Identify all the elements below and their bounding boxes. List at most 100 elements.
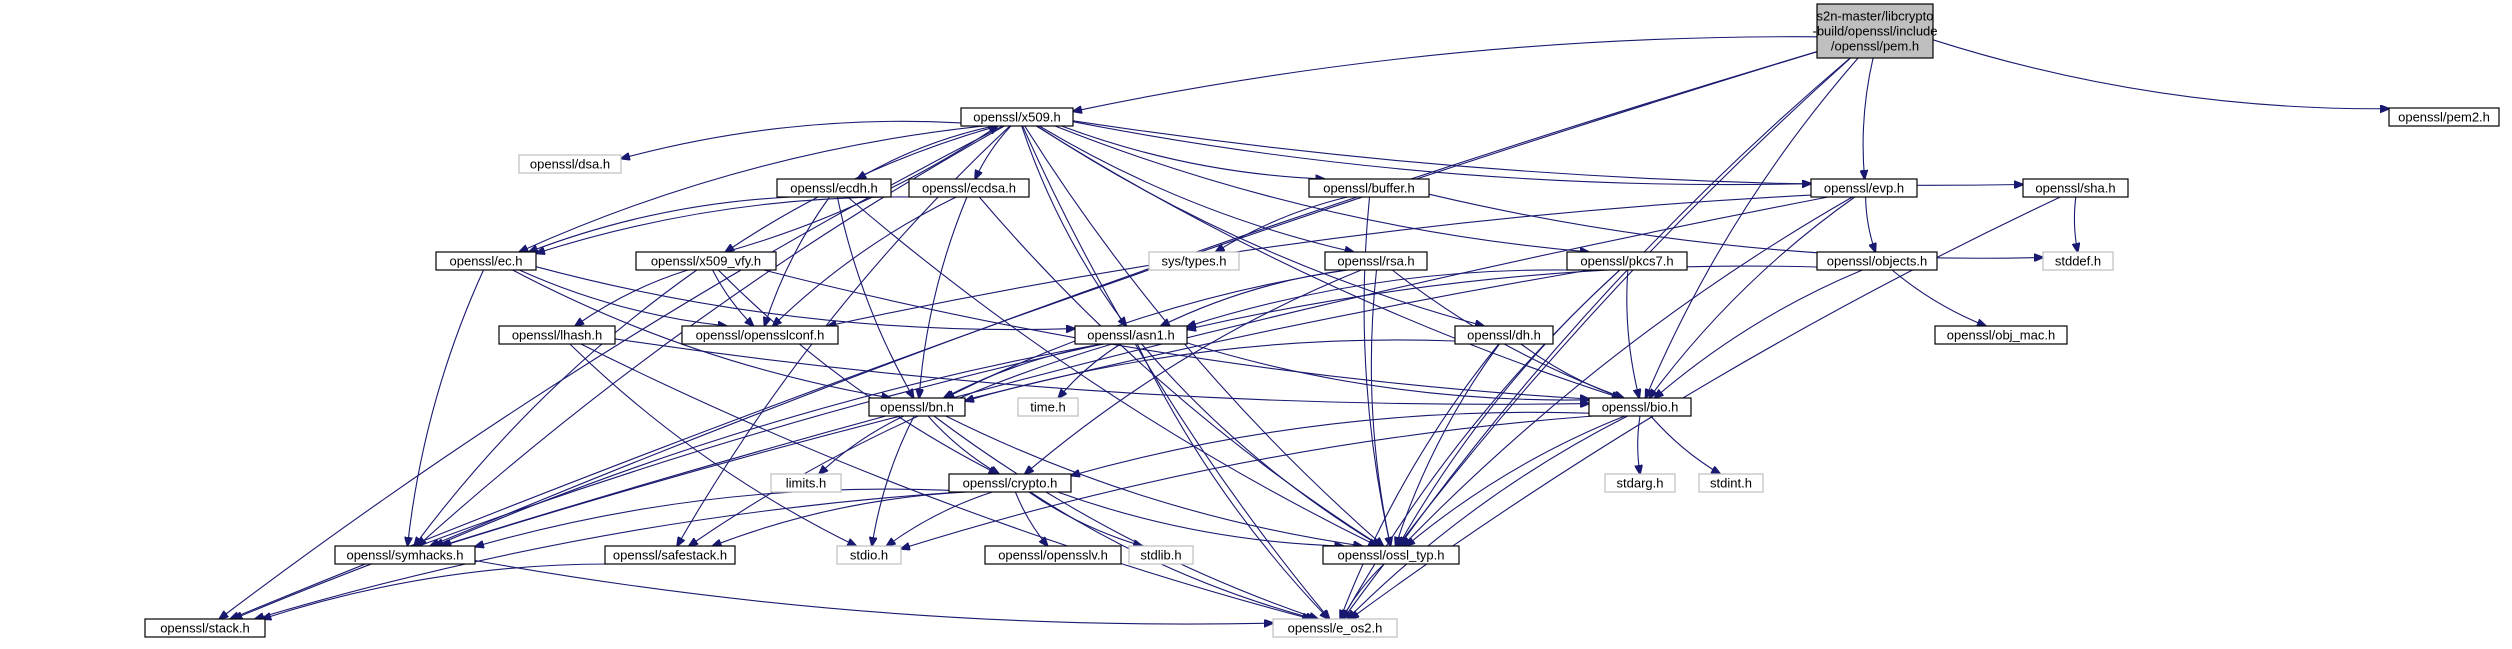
node-objects[interactable]: openssl/objects.h <box>1816 251 1938 271</box>
edge-bio-to-e_os2 <box>1347 415 1628 619</box>
node-sha[interactable]: openssl/sha.h <box>2022 178 2129 198</box>
node-label-x509-0: openssl/x509.h <box>973 110 1060 125</box>
edge-crypto-to-symhacks <box>475 488 950 547</box>
node-label-bio-0: openssl/bio.h <box>1602 400 1679 415</box>
node-label-pem-2: /openssl/pem.h <box>1831 39 1919 54</box>
node-label-stdarg-0: stdarg.h <box>1617 476 1664 491</box>
node-label-asn1-0: openssl/asn1.h <box>1087 328 1174 343</box>
edge-x509-to-rsa <box>1039 125 1353 252</box>
node-box-ec <box>435 251 537 271</box>
edge-sha-to-stddef <box>2074 196 2077 252</box>
edge-crypto-to-stdlib <box>1028 491 1142 546</box>
node-lhash[interactable]: openssl/lhash.h <box>498 325 616 345</box>
node-evp[interactable]: openssl/evp.h <box>1810 178 1918 198</box>
edge-symhacks-to-e_os2 <box>474 559 1273 625</box>
node-symhacks[interactable]: openssl/symhacks.h <box>334 545 476 565</box>
node-label-pem2-0: openssl/pem2.h <box>2398 110 2490 125</box>
node-obj_mac[interactable]: openssl/obj_mac.h <box>1934 325 2068 345</box>
edge-objects-to-asn1 <box>1187 265 1818 329</box>
node-safestack[interactable]: openssl/safestack.h <box>604 545 736 565</box>
edge-evp-to-objects <box>1865 196 1876 252</box>
node-label-lhash-0: openssl/lhash.h <box>512 328 602 343</box>
edge-x509-to-ec <box>519 125 984 252</box>
node-buffer[interactable]: openssl/buffer.h <box>1308 178 1430 198</box>
node-box-pem <box>1816 3 1934 59</box>
node-box-opensslconf <box>681 325 839 345</box>
node-label-crypto-0: openssl/crypto.h <box>963 476 1058 491</box>
node-pkcs7[interactable]: openssl/pkcs7.h <box>1566 251 1688 271</box>
node-x509_vfy[interactable]: openssl/x509_vfy.h <box>635 251 777 271</box>
edge-lhash-to-stdio <box>569 343 856 546</box>
edge-x509-to-sha <box>1072 120 2023 186</box>
node-asn1[interactable]: openssl/asn1.h <box>1074 325 1188 345</box>
edge-crypto-to-stack <box>255 491 961 619</box>
node-box-ecdsa <box>908 178 1030 198</box>
edge-crypto-to-ossl_typ <box>1057 491 1344 546</box>
node-stdarg: stdarg.h <box>1604 473 1676 493</box>
node-box-ossl_typ <box>1322 545 1460 565</box>
edge-safestack-to-stack <box>262 563 613 619</box>
edge-asn1-to-stack <box>233 343 1103 619</box>
node-box-bn <box>868 397 966 417</box>
edge-buffer-to-systypes <box>1216 196 1348 252</box>
node-label-evp-0: openssl/evp.h <box>1824 181 1904 196</box>
node-opensslv[interactable]: openssl/opensslv.h <box>984 545 1122 565</box>
node-ecdh[interactable]: openssl/ecdh.h <box>776 178 892 198</box>
node-time: time.h <box>1017 397 1079 417</box>
edge-x509-to-asn1 <box>1021 125 1127 326</box>
node-box-stdarg <box>1604 473 1676 493</box>
node-bn[interactable]: openssl/bn.h <box>868 397 966 417</box>
edge-pem-to-e_os2 <box>1343 57 1851 619</box>
edge-bn-to-e_os2 <box>933 415 1318 619</box>
edge-ecdh-to-opensslconf <box>765 196 830 326</box>
node-stack[interactable]: openssl/stack.h <box>144 618 266 638</box>
edge-ec-to-opensslconf <box>519 269 726 326</box>
node-bio[interactable]: openssl/bio.h <box>1588 397 1692 417</box>
node-stdlib: stdlib.h <box>1128 545 1194 565</box>
node-x509[interactable]: openssl/x509.h <box>960 107 1074 127</box>
node-pem[interactable]: s2n-master/libcrypto-build/openssl/inclu… <box>1812 3 1938 59</box>
edge-lhash-to-e_os2 <box>580 343 1311 619</box>
node-box-time <box>1017 397 1079 417</box>
edge-x509-to-evp <box>1072 121 1811 185</box>
node-ecdsa[interactable]: openssl/ecdsa.h <box>908 178 1030 198</box>
edge-ecdh-to-ec <box>529 196 792 252</box>
node-box-dh <box>1454 325 1554 345</box>
edge-crypto-to-safestack <box>713 491 968 546</box>
edge-pkcs7-to-asn1 <box>1187 269 1568 327</box>
node-box-evp <box>1810 178 1918 198</box>
edge-asn1-to-bn <box>944 343 1105 398</box>
node-rsa[interactable]: openssl/rsa.h <box>1324 251 1428 271</box>
edge-asn1-to-bio <box>1186 342 1589 400</box>
node-ossl_typ[interactable]: openssl/ossl_typ.h <box>1322 545 1460 565</box>
node-box-buffer <box>1308 178 1430 198</box>
edge-x509-to-symhacks <box>418 125 1005 546</box>
node-opensslconf[interactable]: openssl/opensslconf.h <box>681 325 839 345</box>
edge-ecdh-to-ossl_typ <box>847 196 1378 546</box>
node-box-x509_vfy <box>635 251 777 271</box>
edge-ec-to-symhacks <box>408 269 485 546</box>
node-label-opensslv-0: openssl/opensslv.h <box>998 548 1108 563</box>
edge-bn-to-limits <box>819 415 905 474</box>
edge-objects-to-obj_mac <box>1891 269 1986 326</box>
node-dh[interactable]: openssl/dh.h <box>1454 325 1554 345</box>
edge-bn-to-ossl_typ <box>945 415 1362 546</box>
node-crypto[interactable]: openssl/crypto.h <box>948 473 1072 493</box>
edge-lhash-to-bio <box>614 338 1589 404</box>
edge-x509-to-dsa <box>621 120 962 158</box>
edge-x509-to-bio <box>1036 125 1620 398</box>
node-label-ossl_typ-0: openssl/ossl_typ.h <box>1338 548 1445 563</box>
node-label-dsa-0: openssl/dsa.h <box>530 157 610 172</box>
edge-dh-to-bio <box>1520 343 1623 398</box>
edge-buffer-to-ossl_typ <box>1363 196 1390 546</box>
edge-ecdsa-to-bn <box>919 196 968 398</box>
node-label-stdint-0: stdint.h <box>1710 476 1752 491</box>
node-label-bn-0: openssl/bn.h <box>880 400 954 415</box>
edge-rsa-to-ossl_typ <box>1370 269 1390 546</box>
edge-bio-to-ossl_typ <box>1406 415 1626 546</box>
node-pem2[interactable]: openssl/pem2.h <box>2388 107 2500 127</box>
node-box-stack <box>144 618 266 638</box>
node-ec[interactable]: openssl/ec.h <box>435 251 537 271</box>
edge-objects-to-bio <box>1655 269 1863 398</box>
